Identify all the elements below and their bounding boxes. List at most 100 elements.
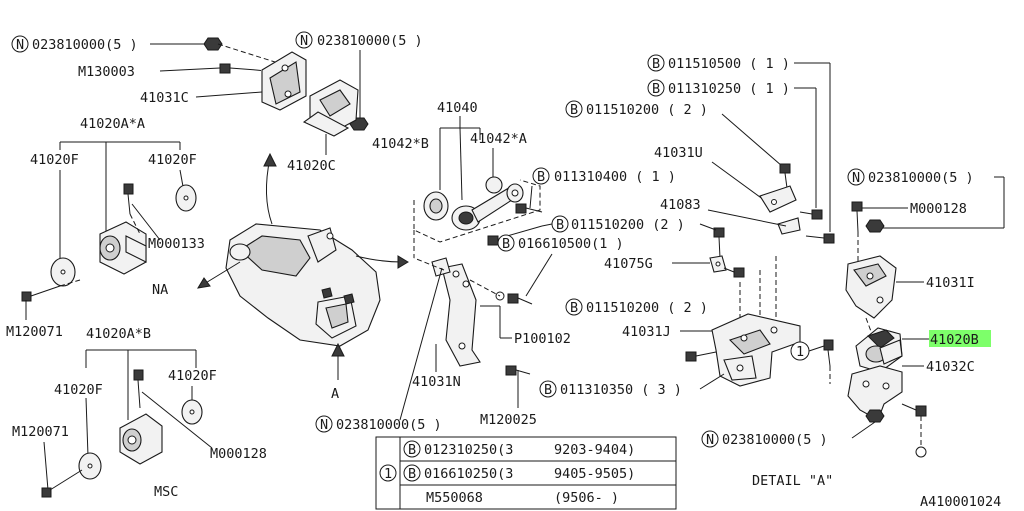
table-ref-number: 1 xyxy=(384,466,392,482)
bolt-part xyxy=(133,369,144,409)
part-number-label[interactable]: 41042*A xyxy=(470,131,527,147)
callout-n-023810000-b[interactable]: N 023810000(5 ) xyxy=(295,31,423,49)
nut-part xyxy=(865,409,885,423)
bolt-part xyxy=(713,227,725,259)
bracket-41031n xyxy=(431,257,481,367)
part-number-label[interactable]: 41031U xyxy=(654,145,703,161)
table-row: M550068 (9506- ) xyxy=(426,490,619,506)
part-number-label[interactable]: P100102 xyxy=(514,331,571,347)
part-number-label[interactable]: 41020C xyxy=(287,158,336,174)
diagram-id: A410001024 xyxy=(920,494,1001,510)
part-number-label[interactable]: 41020F xyxy=(30,152,79,168)
part-number-label: 016610500(1 ) xyxy=(518,236,624,252)
bolt-part xyxy=(901,403,927,417)
part-number-label[interactable]: 41042*B xyxy=(372,136,429,152)
bolt-part xyxy=(219,63,257,74)
detail-a-pointer-label: A xyxy=(331,386,339,402)
n-symbol: N xyxy=(706,432,714,448)
callout-b-011510500[interactable]: B 011510500 ( 1 ) xyxy=(647,54,790,72)
circle-ref-text: 1 xyxy=(796,344,804,360)
callout-circle-1[interactable]: 1 xyxy=(790,341,810,361)
part-number-label[interactable]: 41031C xyxy=(140,90,189,106)
bolt-part xyxy=(799,209,835,244)
part-number-label: 011510200 (2 ) xyxy=(571,217,685,233)
mount-41020b xyxy=(855,327,903,373)
callout-b-011310400[interactable]: B 011310400 ( 1 ) xyxy=(532,167,676,185)
part-number-label[interactable]: 41020F xyxy=(168,368,217,384)
part-number-label[interactable]: 41075G xyxy=(604,256,653,272)
bracket-41031c xyxy=(261,51,307,111)
mount-41020a-a xyxy=(99,221,147,275)
part-number-label: 023810000(5 ) xyxy=(32,37,138,53)
part-number-label: 011310250 ( 1 ) xyxy=(668,81,790,97)
part-number-label[interactable]: 41020A*B xyxy=(86,326,151,342)
callout-b-011510200-b[interactable]: B 011510200 ( 2 ) xyxy=(565,100,708,118)
part-number-label[interactable]: 41083 xyxy=(660,197,701,213)
part-number-label: 023810000(5 ) xyxy=(868,170,974,186)
table-part-number: 016610250(3 xyxy=(424,466,513,482)
bolt-part xyxy=(851,201,863,233)
table-date-range: 9405-9505) xyxy=(554,466,635,482)
bracket-41031j xyxy=(711,313,801,387)
callout-n-023810000-d[interactable]: N 023810000(5 ) xyxy=(847,168,974,186)
part-number-label-highlighted[interactable]: 41020B xyxy=(930,332,979,348)
part-number-label[interactable]: 41031N xyxy=(412,374,461,390)
bolt-part xyxy=(685,351,717,362)
callout-n-023810000-a[interactable]: N 023810000(5 ) xyxy=(11,35,138,53)
n-symbol: N xyxy=(852,170,860,186)
bolt-part xyxy=(41,469,83,498)
part-number-label[interactable]: M120025 xyxy=(480,412,537,428)
part-number-label: 023810000(5 ) xyxy=(336,417,442,433)
callout-b-016610500[interactable]: B 016610500(1 ) xyxy=(497,234,624,252)
variant-label: NA xyxy=(152,282,168,298)
callout-b-011310250[interactable]: B 011310250 ( 1 ) xyxy=(647,79,790,97)
pointer-dot xyxy=(915,446,927,458)
bolt-part xyxy=(123,183,134,215)
callout-b-011310350[interactable]: B 011310350 ( 3 ) xyxy=(539,380,682,398)
part-number-label[interactable]: M000133 xyxy=(148,236,205,252)
bolt-part xyxy=(21,285,61,302)
engine-block-illustration xyxy=(225,223,381,347)
nut-part xyxy=(865,219,885,233)
mount-41020c xyxy=(302,79,359,137)
part-number-label: 011510200 ( 2 ) xyxy=(586,300,708,316)
part-number-label[interactable]: M120071 xyxy=(6,324,63,340)
detail-a-title: DETAIL "A" xyxy=(752,473,833,489)
b-symbol: B xyxy=(556,217,564,233)
part-number-label[interactable]: M000128 xyxy=(910,201,967,217)
part-number-label[interactable]: M130003 xyxy=(78,64,135,80)
washer-part xyxy=(50,184,197,287)
variant-label: MSC xyxy=(154,484,178,500)
part-number-label[interactable]: M120071 xyxy=(12,424,69,440)
table-part-number: 012310250(3 xyxy=(424,442,513,458)
callout-b-011510200-c[interactable]: B 011510200 ( 2 ) xyxy=(565,298,708,316)
callout-n-023810000-c[interactable]: N 023810000(5 ) xyxy=(315,415,442,433)
part-number-label[interactable]: 41020A*A xyxy=(80,116,145,132)
table-date-range: 9203-9404) xyxy=(554,442,635,458)
callout-n-023810000-e[interactable]: N 023810000(5 ) xyxy=(701,430,828,448)
variant-table: 1 B 012310250(3 9203-9404) B 016610250(3… xyxy=(375,436,677,510)
b-symbol: B xyxy=(570,102,578,118)
part-number-label[interactable]: 41020F xyxy=(54,382,103,398)
part-number-label[interactable]: M000128 xyxy=(210,446,267,462)
part-number-label[interactable]: 41040 xyxy=(437,100,478,116)
part-number-label[interactable]: 41032C xyxy=(926,359,975,375)
bolt-part xyxy=(779,163,791,189)
part-number-label[interactable]: 41031I xyxy=(926,275,975,291)
bolt-part xyxy=(823,339,834,367)
callout-b-011510200-a[interactable]: B 011510200 (2 ) xyxy=(551,215,685,233)
bolt-part xyxy=(723,267,745,278)
table-date-range: (9506- ) xyxy=(554,490,619,506)
part-number-label: 011510200 ( 2 ) xyxy=(586,102,708,118)
b-symbol: B xyxy=(544,382,552,398)
b-symbol: B xyxy=(408,466,416,482)
part-number-label: 023810000(5 ) xyxy=(317,33,423,49)
part-number-label: 011310400 ( 1 ) xyxy=(554,169,676,185)
nut-part xyxy=(203,37,223,51)
washer-part xyxy=(78,399,203,480)
table-row: B 016610250(3 9405-9505) xyxy=(403,464,635,482)
n-symbol: N xyxy=(320,417,328,433)
part-number-label[interactable]: 41031J xyxy=(622,324,671,340)
part-number-label[interactable]: 41020F xyxy=(148,152,197,168)
